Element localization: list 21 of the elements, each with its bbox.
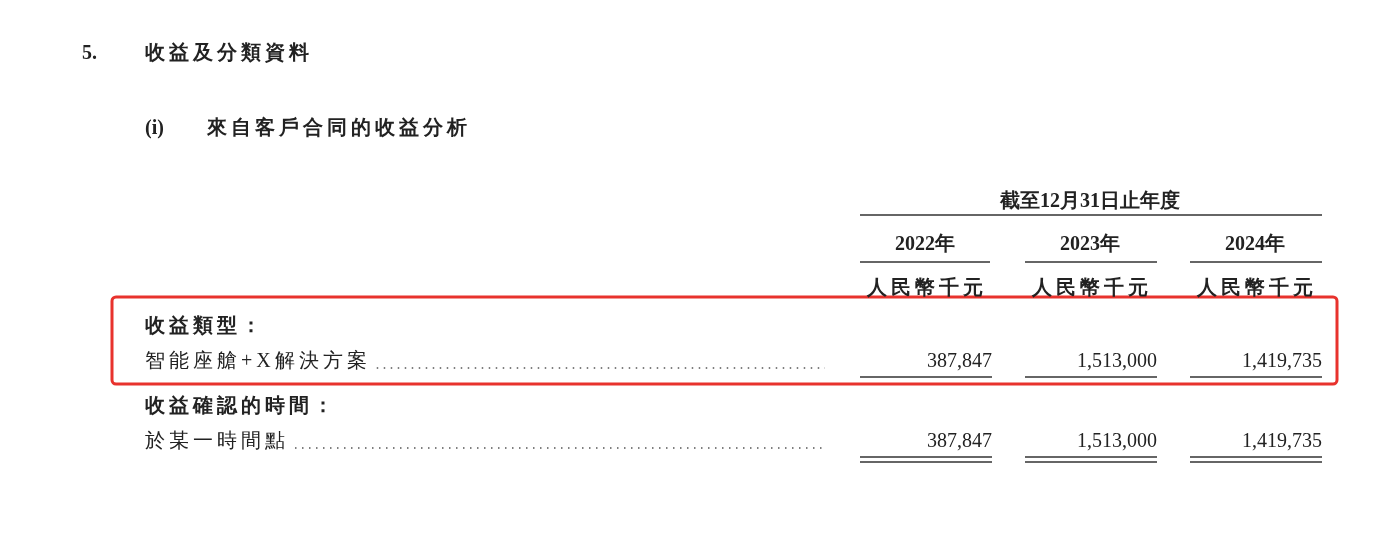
- row-label: 智能座艙+X解決方案: [145, 348, 371, 372]
- row-group-label: 收益確認的時間：: [145, 393, 337, 417]
- column-group-header: 截至12月31日止年度: [1000, 188, 1180, 212]
- row-label: 於某一時間點: [145, 428, 289, 452]
- table-value: 1,419,735: [1242, 348, 1322, 372]
- row-group-label: 收益類型：: [145, 313, 265, 337]
- unit-label: 人民幣千元: [1197, 275, 1317, 299]
- column-header: 2024年: [1225, 231, 1285, 255]
- table-value: 387,847: [927, 428, 992, 452]
- unit-label: 人民幣千元: [867, 275, 987, 299]
- column-header: 2023年: [1060, 231, 1120, 255]
- table-value: 1,513,000: [1077, 348, 1157, 372]
- table-value: 1,513,000: [1077, 428, 1157, 452]
- section-number: 5.: [82, 40, 97, 64]
- subsection-number: (i): [145, 115, 164, 139]
- table-value: 1,419,735: [1242, 428, 1322, 452]
- subsection-heading: 來自客戶合同的收益分析: [207, 115, 471, 139]
- section-heading: 收益及分類資料: [145, 40, 313, 64]
- table-value: 387,847: [927, 348, 992, 372]
- column-header: 2022年: [895, 231, 955, 255]
- unit-label: 人民幣千元: [1032, 275, 1152, 299]
